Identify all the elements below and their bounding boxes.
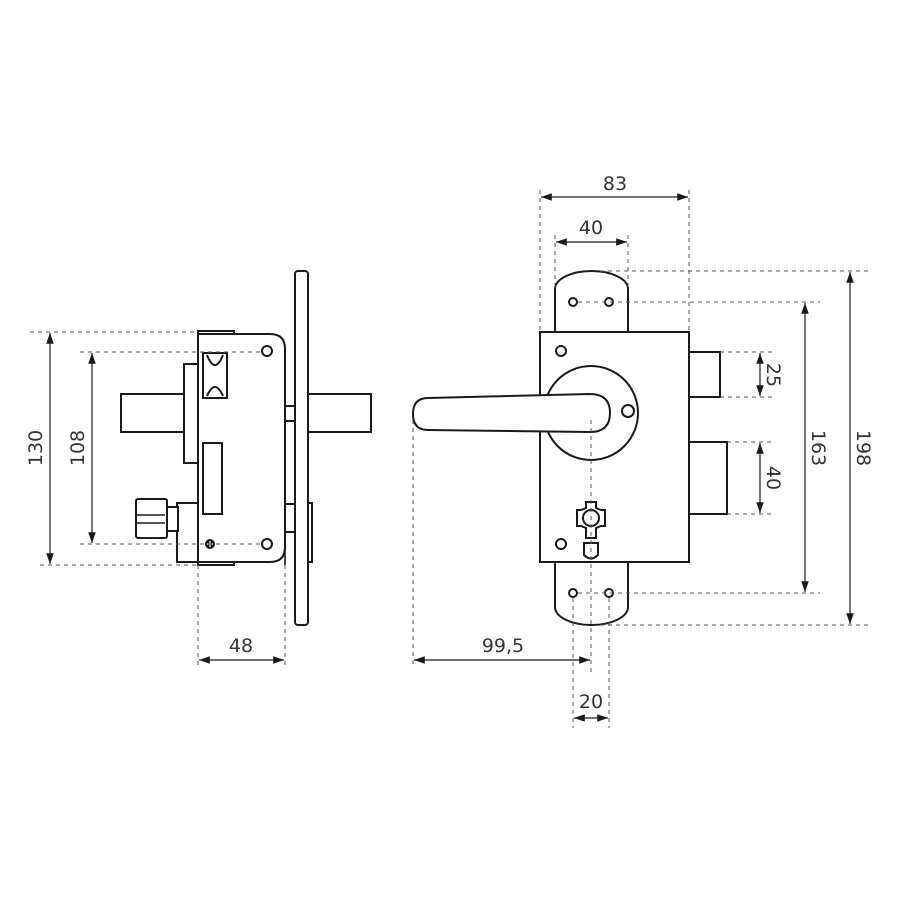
lever-handle — [411, 392, 612, 434]
dim-40-height-label: 40 — [762, 466, 784, 490]
screw-hole-bottom — [261, 538, 273, 550]
front-view: 83 40 25 40 163 198 99,5 20 — [411, 173, 874, 728]
dim-40-width-label: 40 — [579, 217, 603, 239]
bolt-spacer — [284, 503, 296, 533]
plate-hole — [568, 297, 578, 307]
bolt-slot — [202, 442, 223, 515]
dead-bolt — [688, 441, 728, 515]
dim-130-label: 130 — [25, 430, 47, 466]
dim-25-label: 25 — [762, 363, 784, 387]
side-view: 130 108 48 — [25, 270, 372, 668]
case-hole — [555, 538, 567, 550]
dim-108-label: 108 — [67, 430, 89, 466]
latch-bolt — [688, 351, 721, 398]
rosette-plate — [183, 363, 199, 464]
case-hole — [555, 345, 567, 357]
spindle-right — [307, 393, 372, 433]
screw-hole-top — [261, 345, 273, 357]
strike-lip — [307, 502, 313, 563]
dim-20-label: 20 — [579, 691, 603, 713]
dim-48-label: 48 — [229, 635, 253, 657]
latch-spacer — [284, 405, 296, 422]
roller — [202, 352, 228, 399]
mounting-plate-top — [554, 270, 629, 336]
dim-99-5-label: 99,5 — [482, 635, 524, 657]
spindle-left — [120, 393, 185, 433]
dim-83-label: 83 — [603, 173, 627, 195]
dim-198-label: 198 — [852, 430, 874, 466]
rosette-hole — [621, 404, 635, 418]
faceplate — [294, 270, 309, 626]
thumb-turn-knob — [135, 498, 168, 539]
cylinder-body — [176, 502, 199, 563]
dim-163-label: 163 — [807, 430, 829, 466]
cylinder-neck — [166, 506, 179, 532]
plate-hole — [568, 588, 578, 598]
